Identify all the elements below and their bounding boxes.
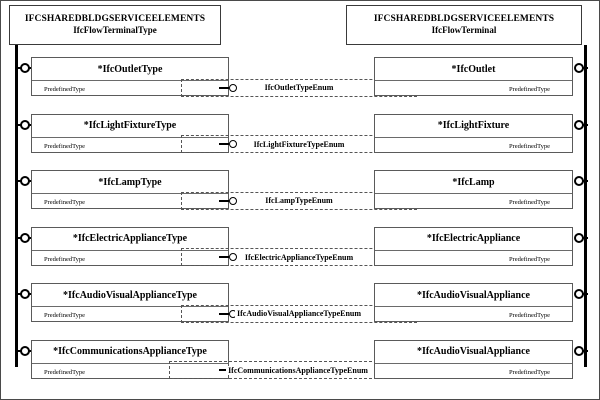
- right-attribute-label: PredefinedType: [508, 368, 550, 376]
- left-entity-box[interactable]: *IfcElectricApplianceType PredefinedType: [31, 226, 229, 268]
- right-entity-name: *IfcAudioVisualAppliance: [417, 289, 530, 301]
- right-entity-box[interactable]: *IfcElectricAppliance PredefinedType: [374, 226, 573, 268]
- left-entity-name: *IfcLightFixtureType: [83, 120, 177, 131]
- enum-type-label: IfcCommunicationsApplianceTypeEnum: [226, 365, 370, 375]
- right-entity-box[interactable]: *IfcLightFixture PredefinedType: [374, 113, 573, 155]
- left-entity-box[interactable]: *IfcLightFixtureType PredefinedType: [31, 113, 229, 155]
- right-attribute-row: PredefinedType: [375, 306, 572, 324]
- supertype-spine-left: [15, 45, 18, 367]
- right-branch-line: [583, 180, 588, 182]
- left-branch-dot: [20, 345, 30, 356]
- right-attribute-row: PredefinedType: [375, 136, 572, 155]
- left-entity-box[interactable]: *IfcLampType PredefinedType: [31, 170, 229, 209]
- right-entity-box[interactable]: *IfcAudioVisualAppliance PredefinedType: [374, 283, 573, 322]
- left-attribute-row: PredefinedType: [32, 80, 228, 98]
- right-attribute-label: PredefinedType: [508, 86, 550, 93]
- schema-header-left: IFCSHAREDBLDGSERVICEELEMENTS IfcFlowTerm…: [9, 5, 221, 45]
- left-branch-dot: [20, 63, 30, 73]
- left-entity-box[interactable]: *IfcAudioVisualApplianceType PredefinedT…: [31, 283, 229, 322]
- left-attr-line: [219, 256, 229, 258]
- right-entity-name: *IfcAudioVisualAppliance: [417, 346, 530, 357]
- left-attribute-label: PredefinedType: [44, 142, 86, 150]
- left-attribute-row: PredefinedType: [32, 193, 228, 211]
- left-optional-ring: [229, 253, 237, 261]
- left-attr-line: [219, 86, 229, 89]
- left-attribute-label: PredefinedType: [44, 368, 86, 376]
- schema-header-left-entity: IfcFlowTerminalType: [73, 25, 157, 36]
- left-entity-name: *IfcLampType: [98, 176, 162, 188]
- left-entity-name: *IfcCommunicationsApplianceType: [53, 346, 207, 357]
- left-attribute-label: PredefinedType: [44, 312, 86, 319]
- left-optional-ring: [229, 83, 237, 92]
- left-attribute-row: PredefinedType: [32, 249, 228, 268]
- right-attribute-label: PredefinedType: [508, 255, 550, 263]
- right-branch-line: [583, 123, 588, 126]
- enum-type-label: IfcLampTypeEnum: [263, 196, 335, 205]
- right-entity-box[interactable]: *IfcLamp PredefinedType: [374, 170, 573, 209]
- enum-type-label: IfcAudioVisualApplianceTypeEnum: [234, 309, 364, 318]
- left-attr-line: [219, 199, 229, 202]
- left-attribute-label: PredefinedType: [44, 86, 86, 93]
- enum-type-label: IfcOutletTypeEnum: [262, 83, 336, 92]
- right-branch-line: [583, 67, 588, 69]
- right-branch-line: [583, 236, 588, 239]
- left-branch-dot: [20, 289, 30, 299]
- schema-header-right-entity: IfcFlowTerminal: [431, 25, 497, 36]
- right-attribute-label: PredefinedType: [508, 142, 550, 150]
- right-branch-line: [583, 293, 588, 295]
- left-entity-name: *IfcAudioVisualApplianceType: [63, 289, 197, 301]
- left-attribute-label: PredefinedType: [44, 199, 86, 206]
- left-branch-dot: [20, 232, 30, 243]
- schema-header-right: IFCSHAREDBLDGSERVICEELEMENTS IfcFlowTerm…: [346, 5, 582, 45]
- left-optional-ring: [229, 196, 237, 205]
- schema-header-right-schema: IFCSHAREDBLDGSERVICEELEMENTS: [373, 14, 555, 25]
- left-attr-line: [219, 143, 229, 145]
- left-optional-ring: [229, 140, 237, 148]
- right-entity-name: *IfcElectricAppliance: [426, 233, 521, 244]
- right-entity-box[interactable]: *IfcOutlet PredefinedType: [374, 57, 573, 96]
- left-attr-line: [219, 369, 229, 371]
- left-attribute-label: PredefinedType: [44, 255, 86, 263]
- right-entity-box[interactable]: *IfcAudioVisualAppliance PredefinedType: [374, 339, 573, 381]
- right-attribute-row: PredefinedType: [375, 249, 572, 268]
- right-attribute-label: PredefinedType: [508, 199, 550, 206]
- left-entity-name: *IfcElectricApplianceType: [72, 233, 188, 244]
- right-attribute-row: PredefinedType: [375, 362, 572, 381]
- enum-type-label: IfcLightFixtureTypeEnum: [251, 139, 347, 149]
- left-attribute-row: PredefinedType: [32, 362, 228, 381]
- right-branch-line: [583, 349, 588, 352]
- left-entity-box[interactable]: *IfcCommunicationsApplianceType Predefin…: [31, 339, 229, 381]
- right-attribute-row: PredefinedType: [375, 80, 572, 98]
- right-entity-name: *IfcLightFixture: [437, 120, 510, 131]
- enum-type-label: IfcElectricApplianceTypeEnum: [242, 252, 356, 262]
- left-branch-dot: [20, 119, 30, 130]
- left-attr-line: [219, 312, 229, 315]
- right-entity-name: *IfcLamp: [452, 176, 495, 188]
- left-branch-dot: [20, 176, 30, 186]
- right-entity-name: *IfcOutlet: [451, 63, 496, 75]
- left-attribute-row: PredefinedType: [32, 136, 228, 155]
- left-entity-box[interactable]: *IfcOutletType PredefinedType: [31, 57, 229, 96]
- left-attribute-row: PredefinedType: [32, 306, 228, 324]
- left-entity-name: *IfcOutletType: [97, 63, 163, 75]
- schema-header-left-schema: IFCSHAREDBLDGSERVICEELEMENTS: [24, 14, 206, 25]
- right-attribute-row: PredefinedType: [375, 193, 572, 211]
- right-attribute-label: PredefinedType: [508, 312, 550, 319]
- supertype-spine-right: [584, 45, 587, 367]
